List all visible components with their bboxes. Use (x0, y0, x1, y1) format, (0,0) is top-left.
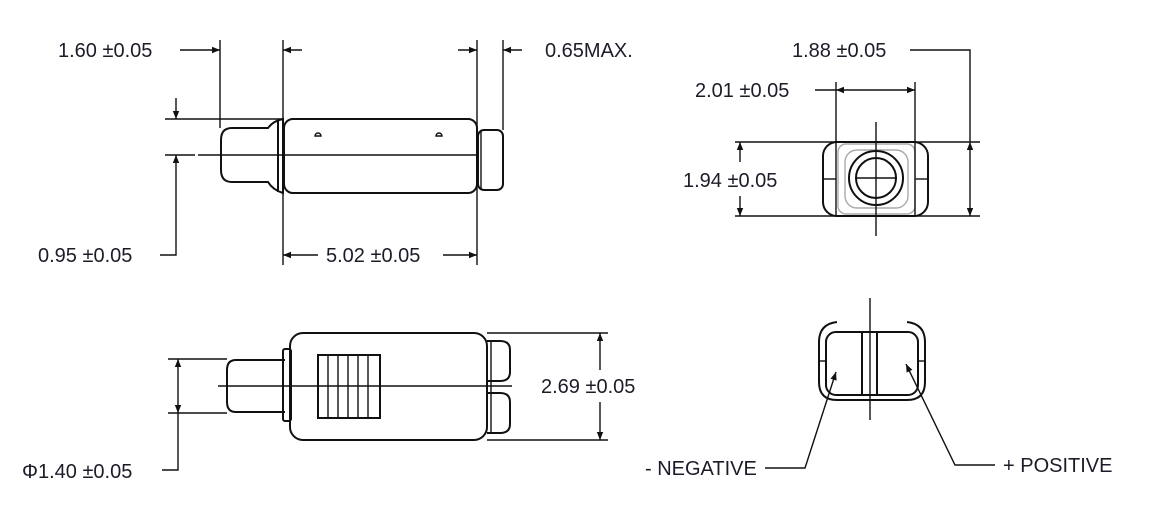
dim-end-height: 1.94 ±0.05 (683, 170, 777, 192)
dim-pin-length: 1.60 ±0.05 (58, 40, 152, 62)
terminal-view: - NEGATIVE + POSITIVE (645, 298, 1112, 480)
dim-pin-diameter: Φ1.40 ±0.05 (22, 461, 132, 483)
label-negative: - NEGATIVE (645, 458, 757, 480)
dim-body-height: 2.69 ±0.05 (541, 376, 635, 398)
cap-outline (477, 129, 504, 191)
label-positive: + POSITIVE (1003, 455, 1112, 477)
dim-body-length: 5.02 ±0.05 (326, 245, 420, 267)
terminal-body (825, 331, 919, 396)
top-view: 2.69 ±0.05 Φ1.40 ±0.05 (22, 332, 635, 483)
pin-outline (220, 117, 284, 195)
dim-pin-offset: 0.95 ±0.05 (38, 245, 132, 267)
end-view: 1.88 ±0.05 2.01 ±0.05 1.94 ±0.05 (683, 40, 980, 236)
dim-inner-width: 2.01 ±0.05 (695, 80, 789, 102)
dim-cap-length: 0.65MAX. (545, 40, 633, 62)
body-outline (283, 118, 478, 194)
dim-end-width: 1.88 ±0.05 (792, 40, 886, 62)
side-view: 1.60 ±0.05 0.65MAX. 0.95 ±0.05 5.02 ±0.0… (38, 40, 633, 267)
